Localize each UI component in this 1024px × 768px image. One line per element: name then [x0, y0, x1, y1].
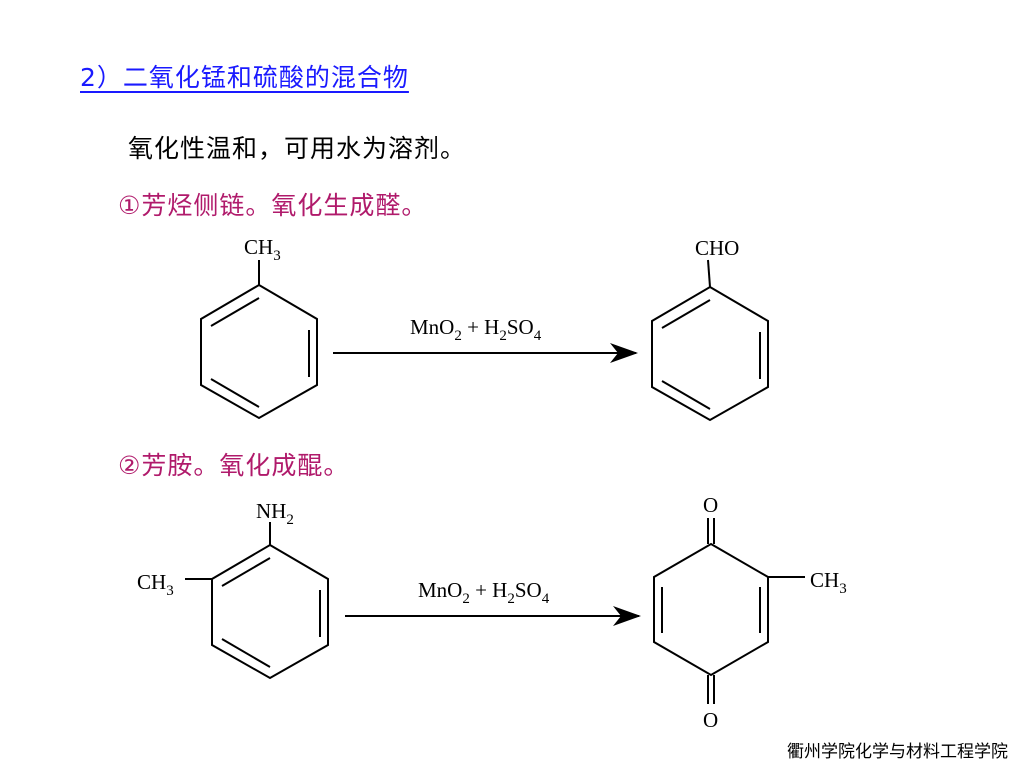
toluene-structure [200, 260, 318, 420]
section-1-title: ①芳烃侧链。氧化生成醛。 [118, 191, 428, 220]
amine-label: NH2 [256, 499, 294, 528]
toluidine-ring [211, 543, 329, 680]
footer-institution: 衢州学院化学与材料工程学院 [787, 742, 1008, 762]
slide-heading: 2）二氧化锰和硫酸的混合物 [80, 63, 409, 92]
aldehyde-bond [707, 259, 711, 288]
quinone-methyl-label: CH3 [810, 568, 847, 597]
reaction-2-reagent: MnO2 + H2SO4 [418, 578, 550, 607]
toluidine-methyl-label: CH3 [137, 570, 174, 599]
toluene-ring [200, 283, 318, 420]
oxygen-top-label: O [703, 493, 718, 517]
oxygen-bottom-label: O [703, 708, 718, 732]
benzaldehyde-structure [651, 259, 769, 422]
quinone-ring [653, 542, 769, 677]
benzaldehyde-ring [651, 285, 769, 422]
toluene-methyl-label: CH3 [244, 235, 281, 264]
aldehyde-label: CHO [695, 236, 739, 260]
reaction-1-reagent: MnO2 + H2SO4 [410, 315, 542, 344]
intro-text: 氧化性温和，可用水为溶剂。 [128, 134, 467, 163]
section-2-title: ②芳胺。氧化成醌。 [118, 451, 350, 480]
toluidine-structure [185, 522, 329, 680]
quinone-structure [653, 518, 805, 704]
